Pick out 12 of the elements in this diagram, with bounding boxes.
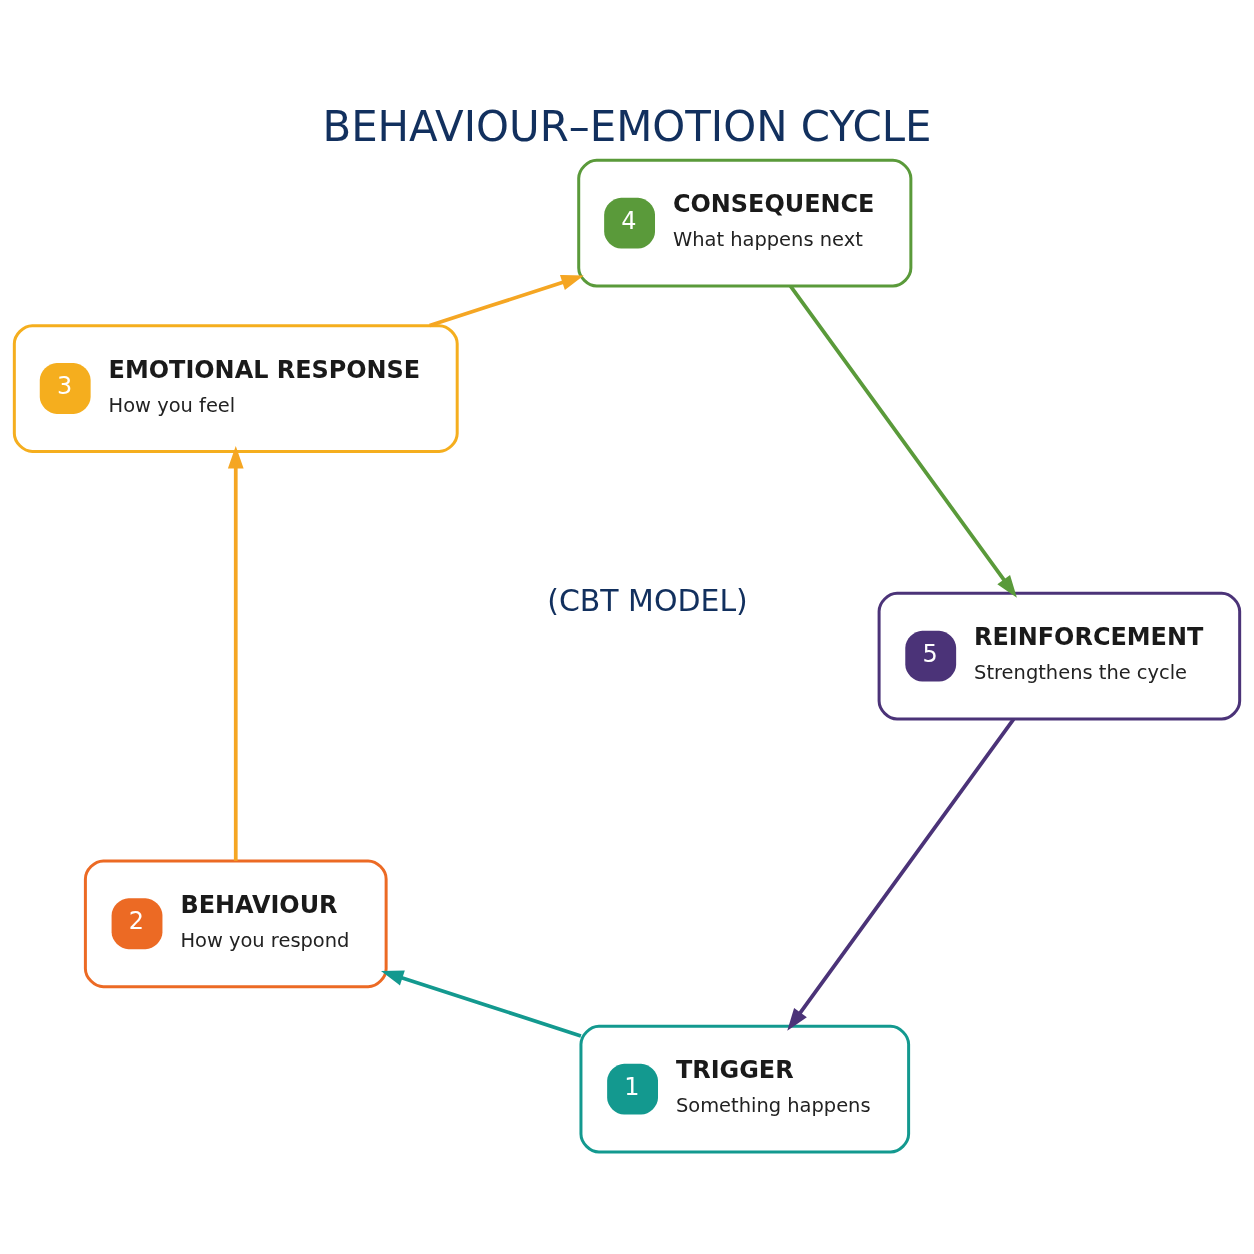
arrow [789,285,1017,598]
arrow [429,274,584,328]
node-box: 4 CONSEQUENCE What happens next [577,158,913,288]
node-box: 5 REINFORCEMENT Strengthens the cycle [877,591,1242,721]
node-box: 3 EMOTIONAL RESPONSE How you feel [12,324,459,453]
node-box: 2 BEHAVIOUR How you respond [83,859,388,989]
arrow [381,970,582,1038]
arrow [227,446,244,861]
node-box: 1 TRIGGER Something happens [579,1024,911,1154]
label: (CBT MODEL) [547,583,748,619]
arrow [787,718,1016,1031]
diagram-title: BEHAVIOUR–EMOTION CYCLE [322,102,932,152]
